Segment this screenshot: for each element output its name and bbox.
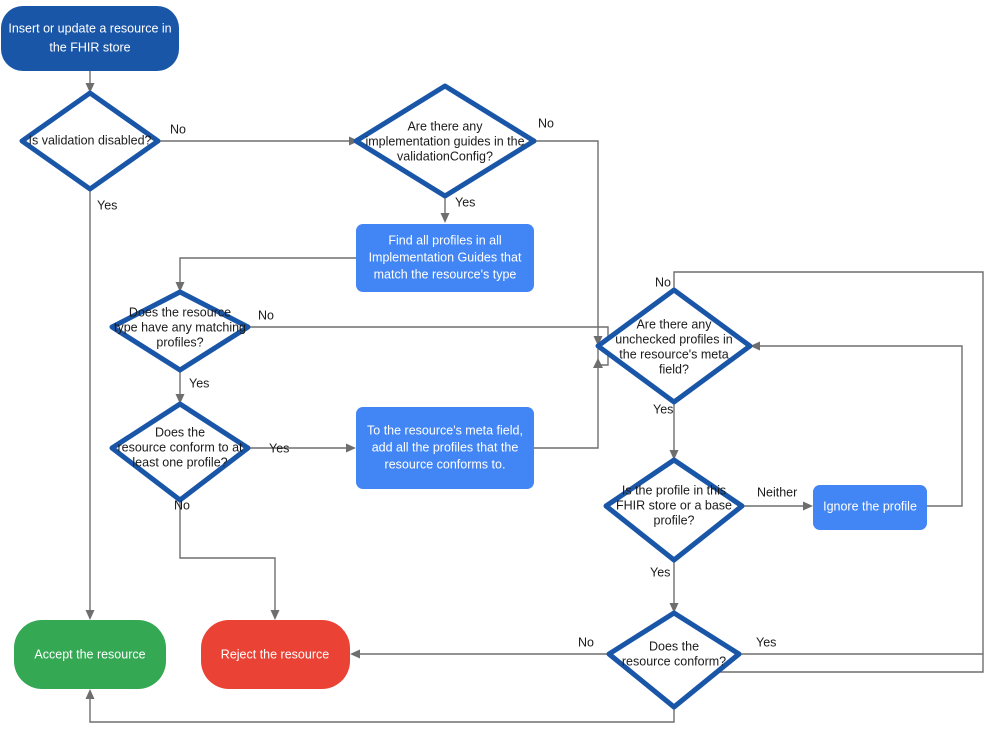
edge-start-to-validation bbox=[85, 71, 95, 93]
start-label-line-2: the FHIR store bbox=[49, 40, 130, 54]
edge-label-validation-yes: Yes bbox=[97, 198, 117, 212]
edge-add-profiles-to-unchecked bbox=[534, 346, 599, 449]
node-matching-profiles[interactable]: Does the resource type have any matching… bbox=[109, 289, 251, 373]
profile-in-store-label-line-2: FHIR store or a base bbox=[616, 498, 732, 512]
resource-conform-shape bbox=[606, 610, 742, 710]
node-unchecked-profiles[interactable]: Are there any unchecked profiles in the … bbox=[595, 287, 753, 405]
edge-label-matching-yes: Yes bbox=[189, 376, 209, 390]
node-accept[interactable]: Accept the resource bbox=[14, 620, 166, 689]
find-profiles-label-line-2: Implementation Guides that bbox=[369, 250, 522, 264]
validation-disabled-label: Is validation disabled? bbox=[29, 133, 152, 147]
node-profile-in-store[interactable]: Is the profile in this FHIR store or a b… bbox=[603, 457, 745, 563]
accept-label: Accept the resource bbox=[34, 647, 145, 661]
edge-unchecked-yes bbox=[669, 402, 679, 460]
node-start[interactable]: Insert or update a resource in the FHIR … bbox=[1, 6, 179, 71]
edge-matching-yes bbox=[175, 370, 185, 404]
node-conform-one-profile[interactable]: Does the resource conform to at least on… bbox=[109, 401, 251, 503]
edge-label-layer: No Yes No Yes No Yes Yes No No Yes Neith… bbox=[97, 116, 797, 649]
start-shape bbox=[1, 6, 179, 71]
add-profiles-meta-label-line-1: To the resource's meta field, bbox=[367, 423, 523, 437]
conform-one-profile-shape bbox=[109, 401, 251, 503]
unchecked-profiles-shape bbox=[595, 287, 753, 405]
validation-disabled-shape bbox=[19, 90, 161, 192]
add-profiles-meta-shape bbox=[356, 407, 534, 489]
unchecked-profiles-label-line-1: Are there any bbox=[636, 317, 712, 331]
implementation-guides-label-line-1: Are there any bbox=[407, 119, 483, 133]
node-implementation-guides[interactable]: Are there any implementation guides in t… bbox=[353, 83, 537, 199]
node-resource-conform[interactable]: Does the resource conform? bbox=[606, 610, 742, 710]
profile-in-store-shape bbox=[603, 457, 745, 563]
conform-one-profile-label-line-3: least one profile? bbox=[132, 455, 227, 469]
start-label-line-1: Insert or update a resource in bbox=[8, 21, 171, 35]
matching-profiles-shape bbox=[109, 289, 251, 373]
add-profiles-meta-label-line-2: add all the profiles that the bbox=[372, 440, 519, 454]
matching-profiles-label-line-1: Does the resource bbox=[129, 305, 231, 319]
unchecked-profiles-label-line-2: unchecked profiles in bbox=[615, 332, 732, 346]
edge-label-validation-no: No bbox=[170, 122, 186, 136]
ignore-profile-shape bbox=[813, 485, 927, 530]
conform-one-profile-label-line-2: resource conform to at bbox=[117, 440, 243, 454]
edge-label-profile-store-neither: Neither bbox=[757, 485, 797, 499]
conform-one-profile-label-line-1: Does the bbox=[155, 425, 205, 439]
edge-label-matching-no: No bbox=[258, 308, 274, 322]
profile-in-store-label-line-3: profile? bbox=[654, 513, 695, 527]
edge-conform-one-yes bbox=[248, 443, 356, 453]
implementation-guides-label-line-2: implementation guides in the bbox=[365, 134, 524, 148]
add-profiles-meta-label-line-3: resource conforms to. bbox=[385, 457, 506, 471]
find-profiles-shape bbox=[356, 224, 534, 292]
edge-validation-yes bbox=[85, 189, 95, 620]
edge-find-profiles-to-matching bbox=[175, 257, 356, 292]
accept-shape bbox=[14, 620, 166, 689]
edge-profile-store-neither bbox=[742, 501, 813, 511]
edge-matching-no bbox=[248, 326, 609, 368]
edge-validation-no bbox=[158, 136, 359, 146]
profile-in-store-label-line-1: Is the profile in this bbox=[622, 483, 726, 497]
edge-label-ig-no: No bbox=[538, 116, 554, 130]
node-validation-disabled[interactable]: Is validation disabled? bbox=[19, 90, 161, 192]
node-add-profiles-meta[interactable]: To the resource's meta field, add all th… bbox=[356, 407, 534, 489]
unchecked-profiles-label-line-4: field? bbox=[659, 362, 689, 376]
resource-conform-label-line-2: resource conform? bbox=[622, 654, 726, 668]
edge-label-conform-one-yes: Yes bbox=[269, 441, 289, 455]
resource-conform-label-line-1: Does the bbox=[649, 639, 699, 653]
edge-label-ig-yes: Yes bbox=[455, 195, 475, 209]
edge-ig-no bbox=[534, 140, 603, 346]
edge-unchecked-no bbox=[673, 271, 984, 673]
implementation-guides-shape bbox=[353, 83, 537, 199]
matching-profiles-label-line-3: profiles? bbox=[156, 335, 203, 349]
edge-label-unchecked-yes: Yes bbox=[653, 402, 673, 416]
matching-profiles-label-line-2: type have any matching bbox=[114, 320, 246, 334]
edge-profile-store-yes bbox=[669, 560, 679, 613]
edge-conform-one-no bbox=[179, 500, 280, 620]
find-profiles-label-line-3: match the resource's type bbox=[374, 267, 517, 281]
edge-resource-conform-bottom-to-accept bbox=[85, 689, 675, 723]
edge-resource-conform-no bbox=[350, 649, 609, 659]
reject-label: Reject the resource bbox=[221, 647, 329, 661]
unchecked-profiles-label-line-3: the resource's meta bbox=[619, 347, 728, 361]
edge-label-resource-conform-yes: Yes bbox=[756, 635, 776, 649]
find-profiles-label-line-1: Find all profiles in all bbox=[388, 233, 501, 247]
node-ignore-profile[interactable]: Ignore the profile bbox=[813, 485, 927, 530]
edge-label-resource-conform-no: No bbox=[578, 635, 594, 649]
node-find-profiles[interactable]: Find all profiles in all Implementation … bbox=[356, 224, 534, 292]
implementation-guides-label-line-3: validationConfig? bbox=[397, 149, 493, 163]
edge-label-unchecked-no: No bbox=[655, 275, 671, 289]
ignore-profile-label: Ignore the profile bbox=[823, 499, 917, 513]
node-layer: Insert or update a resource in the FHIR … bbox=[1, 6, 927, 710]
edge-label-profile-store-yes: Yes bbox=[650, 565, 670, 579]
node-reject[interactable]: Reject the resource bbox=[201, 620, 350, 689]
edge-label-conform-one-no: No bbox=[174, 498, 190, 512]
edge-ignore-profile-loop bbox=[750, 341, 963, 507]
reject-shape bbox=[201, 620, 350, 689]
